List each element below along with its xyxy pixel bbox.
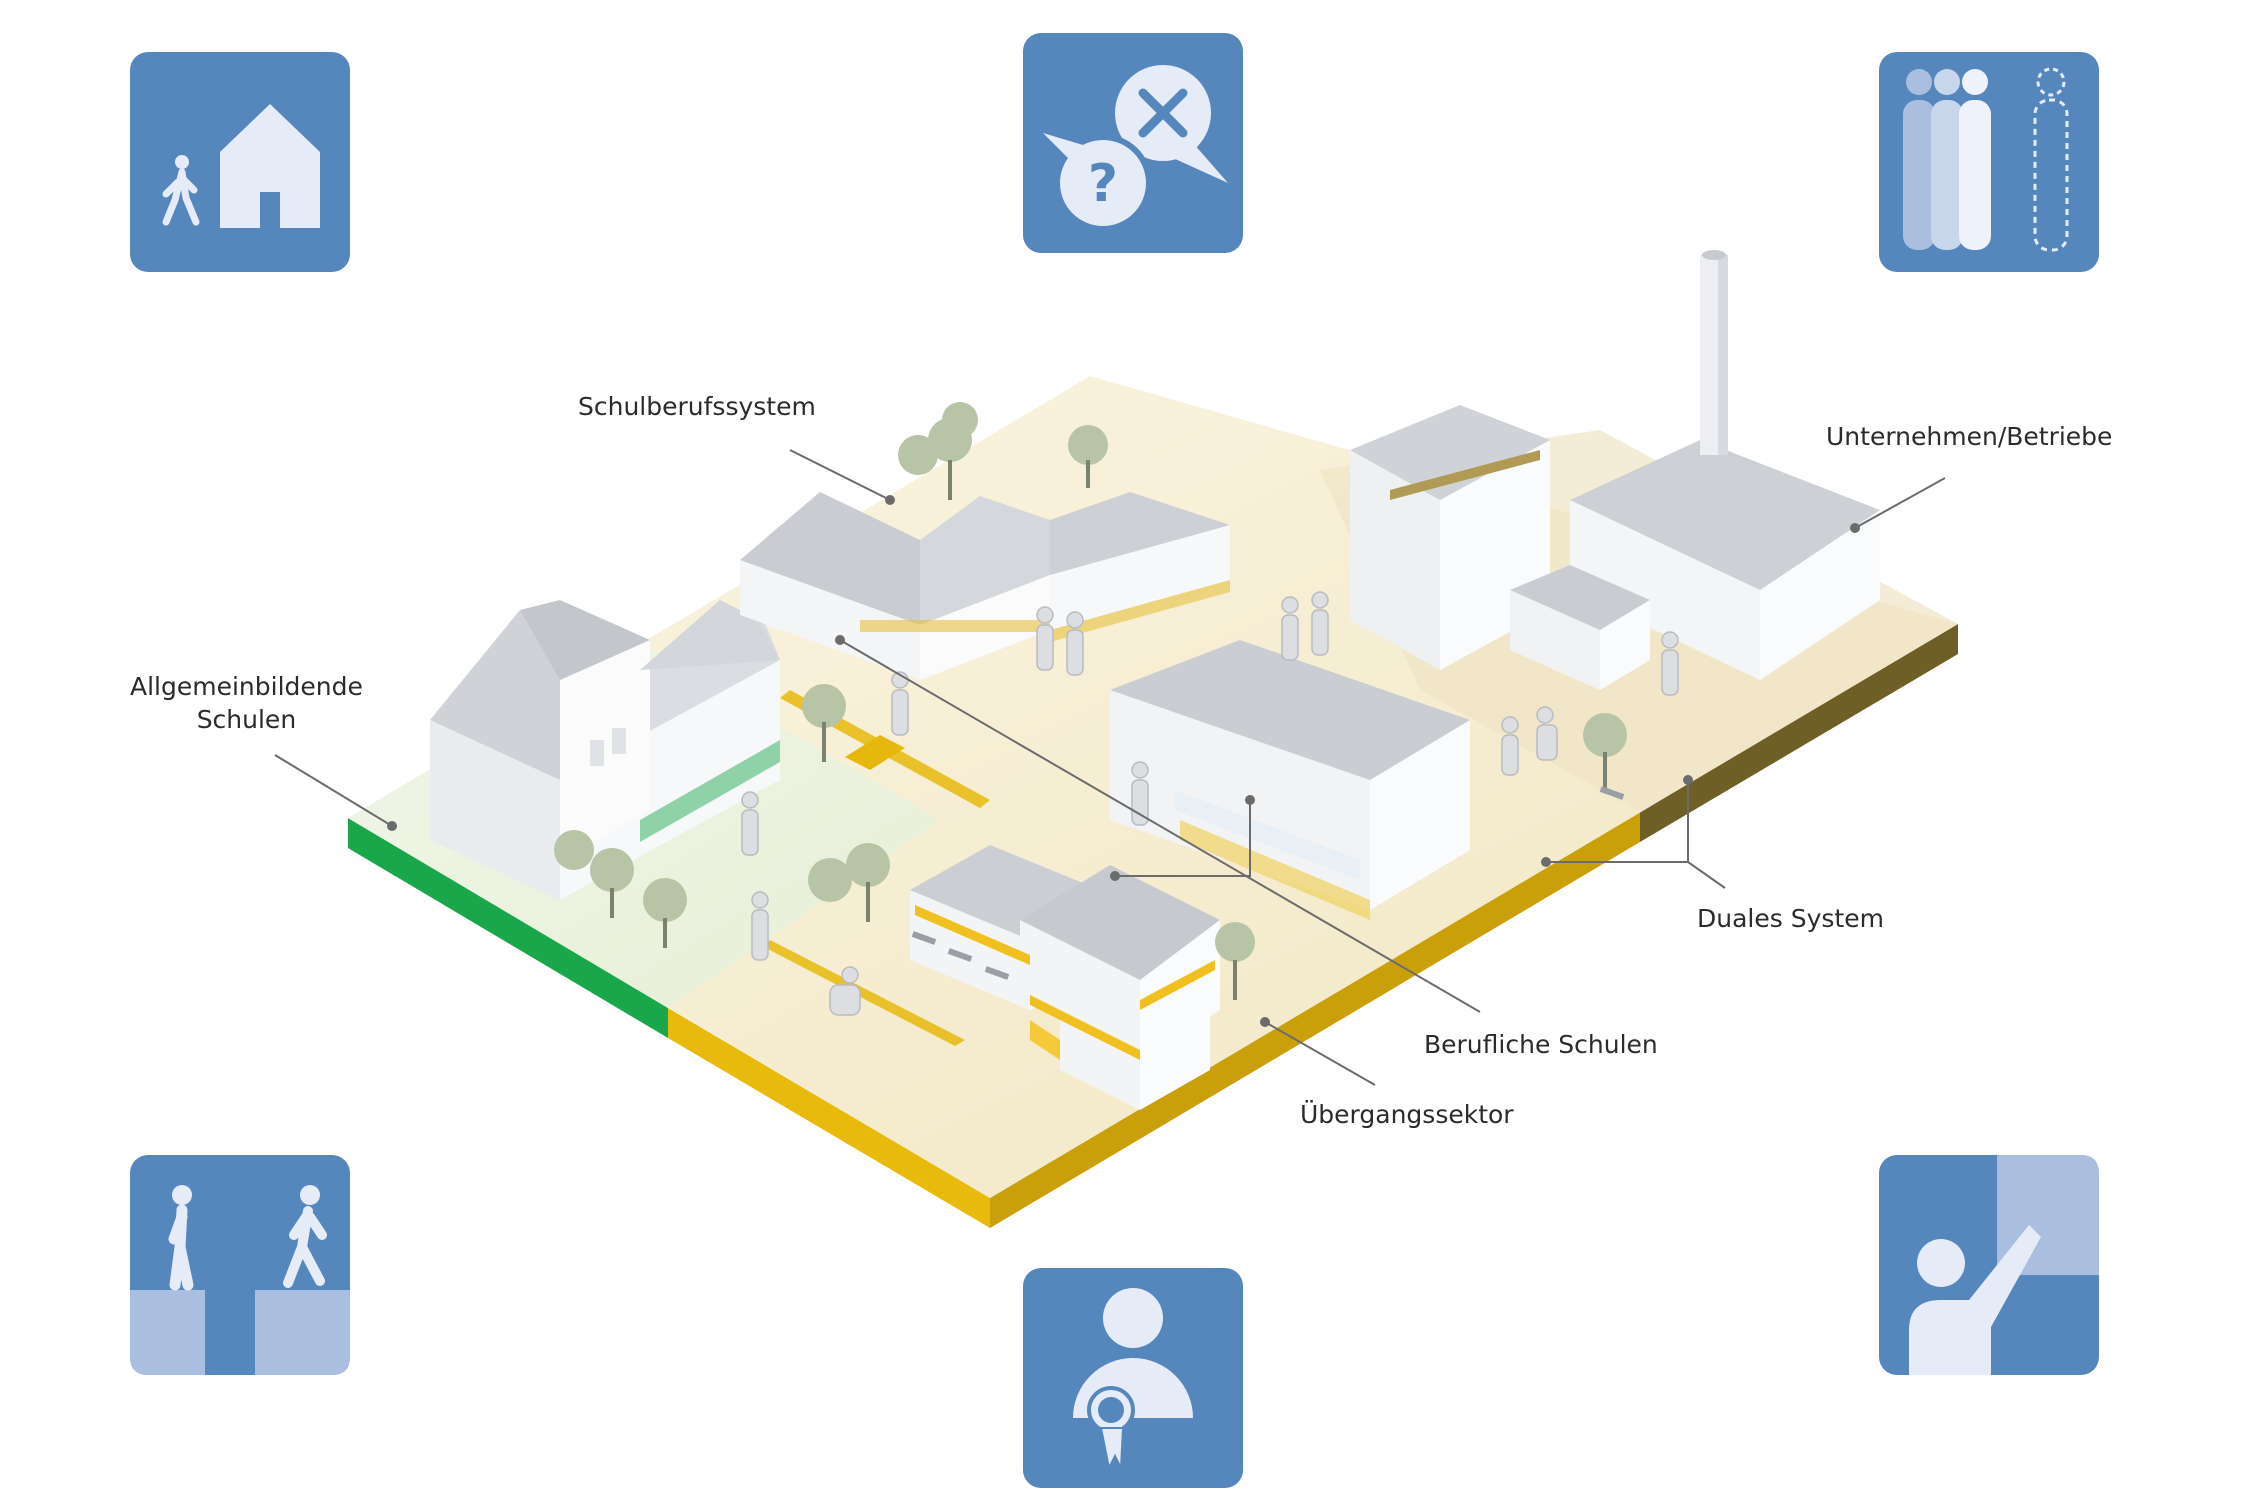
edge-general-schools	[348, 818, 668, 1038]
building-general-school	[430, 600, 780, 900]
label-allgemeinbildende-schulen: Allgemeinbildende Schulen	[130, 670, 363, 736]
teacher-at-board-icon	[1879, 1155, 2099, 1375]
label-unternehmen-betriebe: Unternehmen/Betriebe	[1826, 422, 2113, 451]
svg-text:?: ?	[1088, 154, 1118, 214]
label-duales-system: Duales System	[1697, 904, 1884, 933]
building-school-complex	[740, 492, 1230, 680]
label-berufliche-schulen: Berufliche Schulen	[1424, 1030, 1658, 1059]
label-allgemein-line1: Allgemeinbildende	[130, 672, 363, 701]
people	[741, 591, 1679, 1016]
tree-trunks	[610, 460, 1607, 1000]
building-transition-block	[910, 845, 1220, 1110]
step-gap-transition-icon	[130, 1155, 350, 1375]
walk-to-house-icon	[130, 52, 350, 272]
benches	[911, 786, 1625, 980]
group-with-missing-person-icon	[1879, 52, 2099, 272]
edge-transition-sector	[668, 1008, 990, 1228]
person-with-certificate-icon	[1023, 1268, 1243, 1488]
building-factory-hall	[1510, 250, 1880, 690]
label-schulberufssystem: Schulberufssystem	[578, 392, 816, 421]
building-vocational-school	[1110, 640, 1470, 920]
label-allgemein-line2: Schulen	[196, 705, 297, 734]
question-and-cross-speech-bubbles-icon: ?	[1023, 33, 1243, 253]
leader-dots	[387, 495, 1860, 1027]
trees	[554, 402, 1627, 962]
edge-dual-system	[1640, 624, 1958, 842]
leader-lines	[274, 449, 1946, 1086]
label-uebergangssektor: Übergangssektor	[1300, 1100, 1514, 1129]
edge-transition-right	[990, 812, 1640, 1228]
